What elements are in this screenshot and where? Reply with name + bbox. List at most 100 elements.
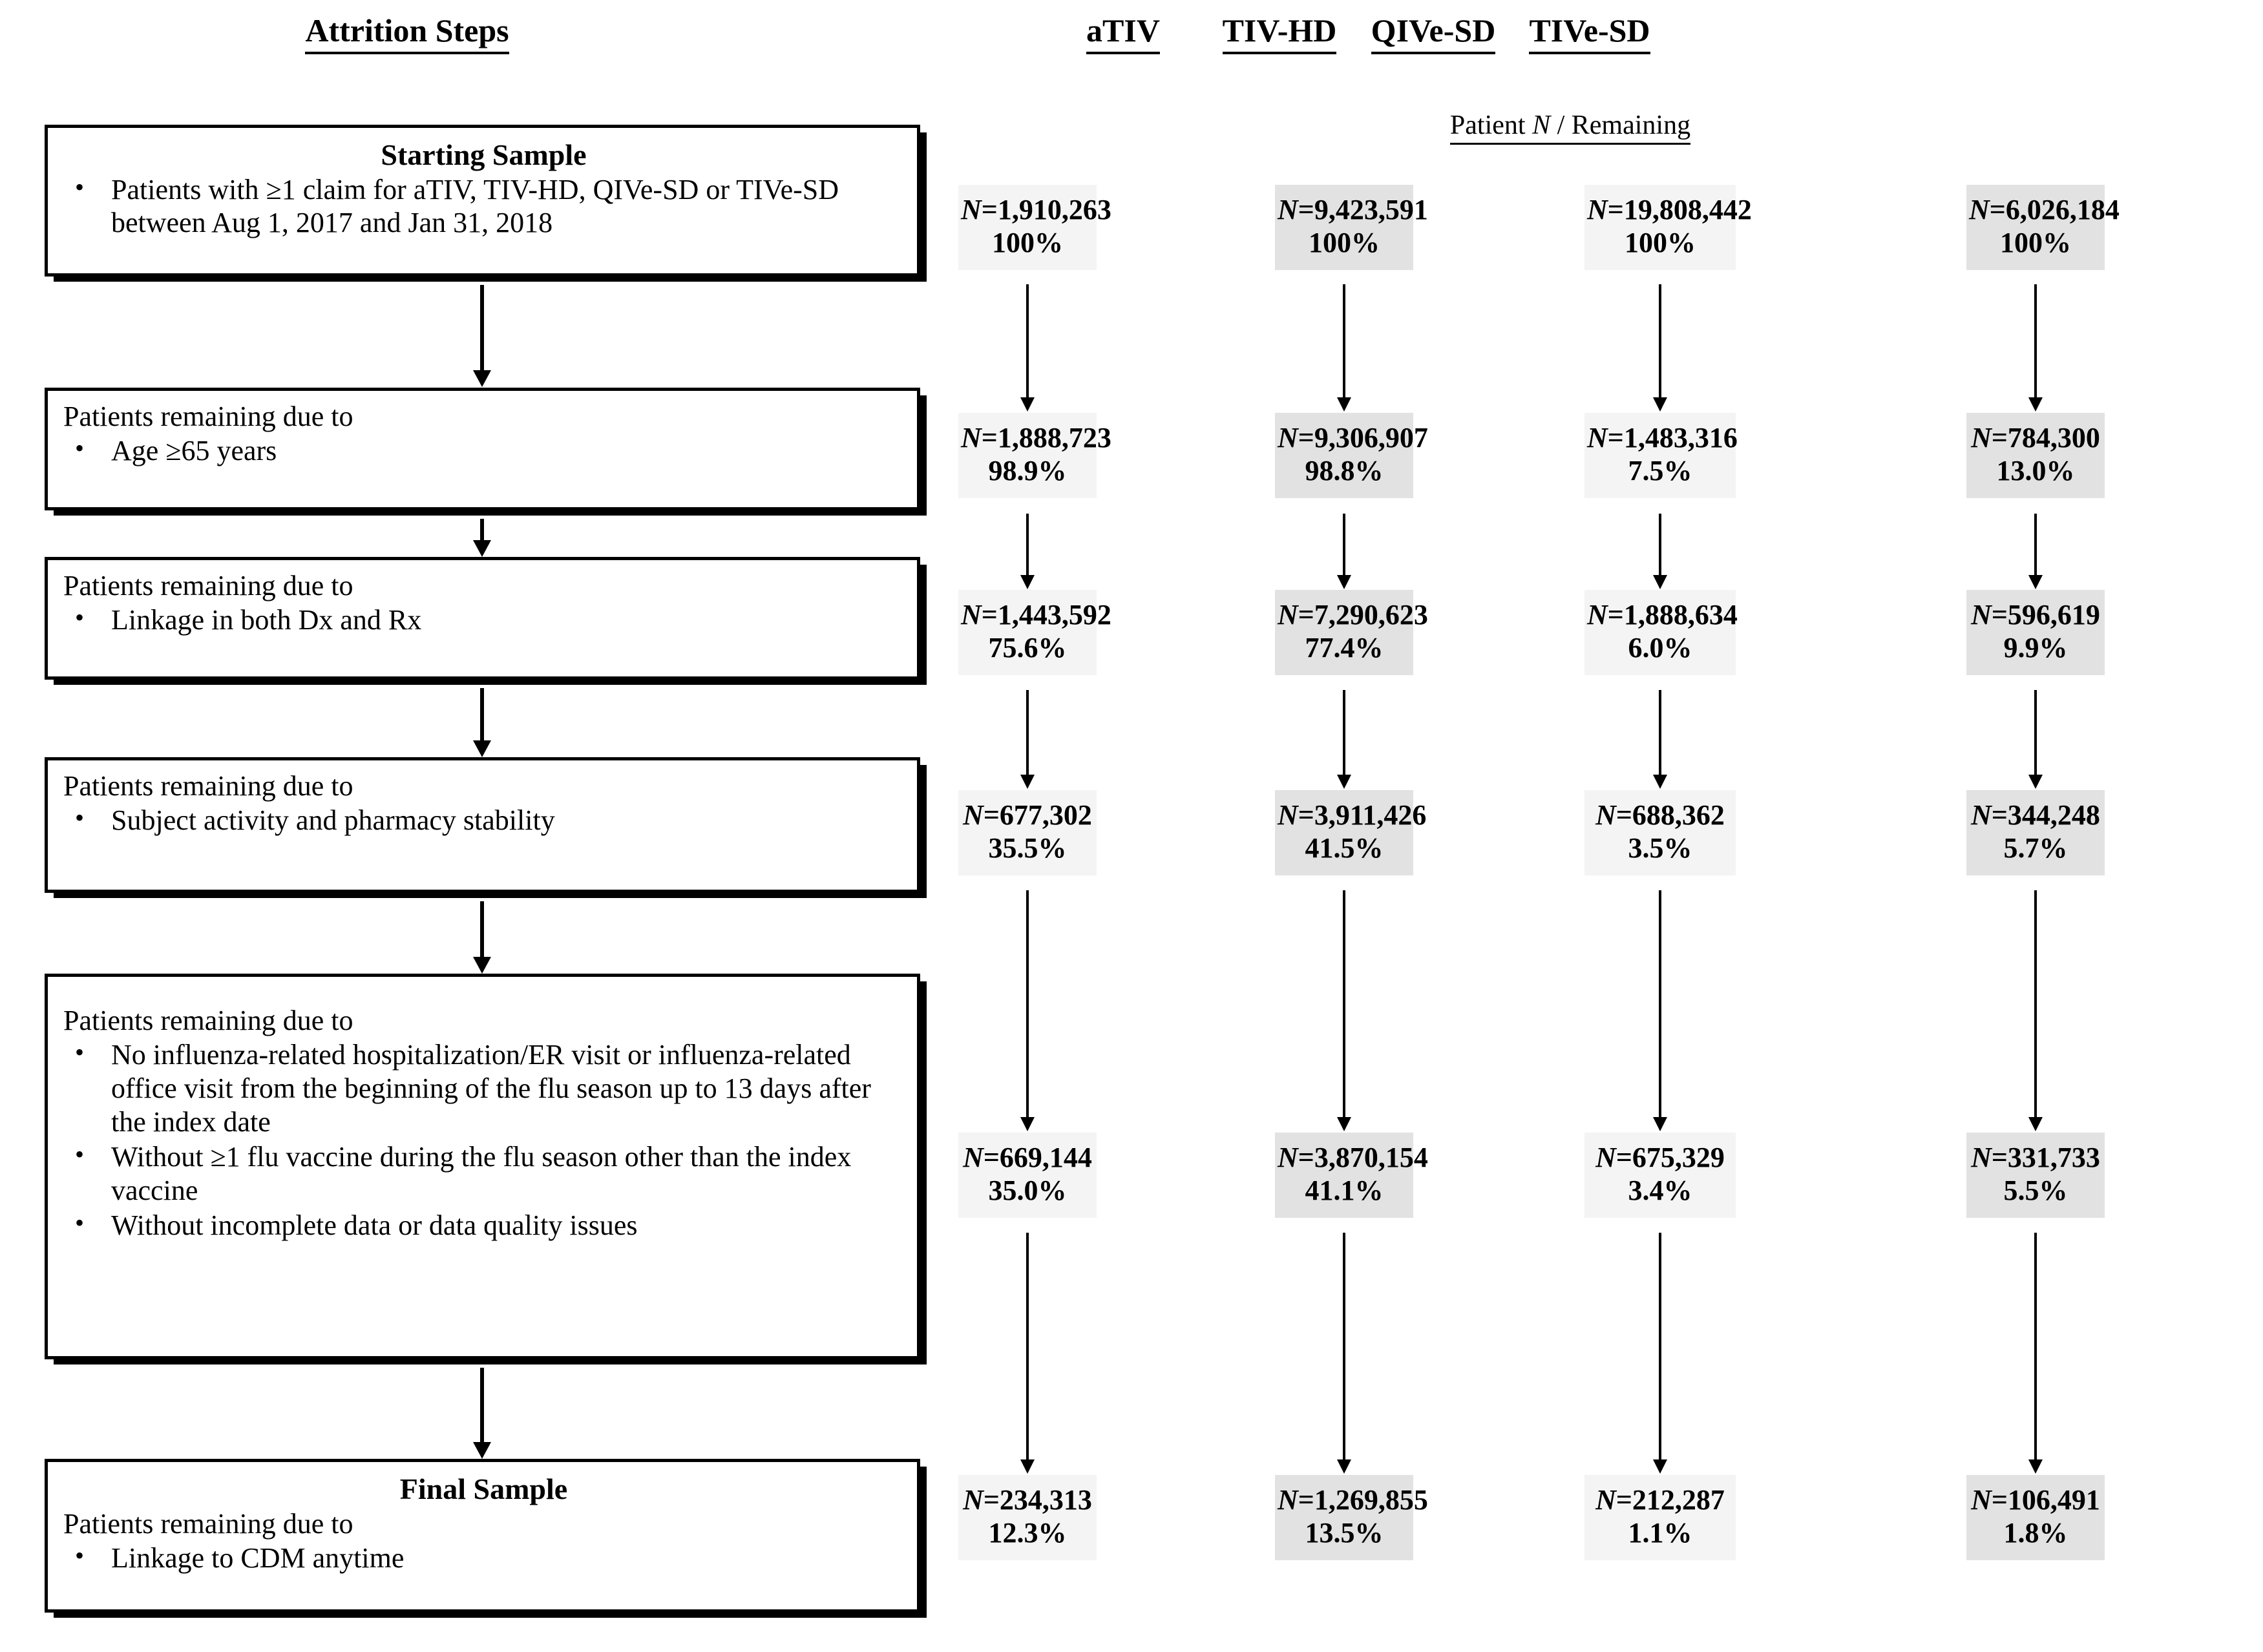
value-cell-tivhd-3: N=7,290,623 77.4% <box>1275 590 1428 676</box>
value-pct: 5.5% <box>2003 1175 2068 1207</box>
value-n: N=1,443,592 <box>961 599 1111 631</box>
value-cell-tivesd-3: N=596,619 9.9% <box>1966 590 2105 676</box>
value-cell-qivesd-6: N=212,287 1.1% <box>1584 1475 1736 1561</box>
value-cell-tivesd-5: N=331,733 5.5% <box>1966 1133 2105 1218</box>
attrition-step-6-bullets: Linkage to CDM anytime <box>63 1540 904 1575</box>
attrition-step-4-lead: Patients remaining due to <box>63 770 353 802</box>
attrition-step-5: Patients remaining due to No influenza-r… <box>45 974 920 1359</box>
value-cell-qivesd-4: N=688,362 3.5% <box>1584 790 1736 876</box>
value-pct: 98.8% <box>1305 455 1384 487</box>
value-legend: Patient N / Remaining <box>1389 110 1751 145</box>
value-cell-tivhd-4: N=3,911,426 41.5% <box>1275 790 1427 876</box>
value-pct: 77.4% <box>1305 632 1384 664</box>
value-n: N=212,287 <box>1595 1484 1725 1516</box>
attrition-step-2: Patients remaining due to Age ≥65 years <box>45 388 920 510</box>
value-cell-qivesd-3: N=1,888,634 6.0% <box>1584 590 1738 676</box>
bullet-item: Without incomplete data or data quality … <box>63 1208 904 1242</box>
value-n: N=6,026,184 <box>1969 194 2120 225</box>
value-pct: 13.5% <box>1305 1517 1384 1549</box>
value-n: N=234,313 <box>963 1484 1092 1516</box>
value-n: N=1,269,855 <box>1278 1484 1428 1516</box>
bullet-item: Age ≥65 years <box>63 433 904 468</box>
value-pct: 100% <box>992 227 1063 259</box>
value-n: N=688,362 <box>1595 799 1725 831</box>
value-n: N=596,619 <box>1971 599 2100 631</box>
attrition-step-6: Final Sample Patients remaining due to L… <box>45 1459 920 1613</box>
value-pct: 3.4% <box>1628 1175 1692 1207</box>
value-pct: 6.0% <box>1628 632 1692 664</box>
value-n: N=3,870,154 <box>1278 1142 1428 1173</box>
value-n: N=19,808,442 <box>1587 194 1752 225</box>
value-pct: 35.0% <box>988 1175 1067 1207</box>
value-cell-ativ-6: N=234,313 12.3% <box>958 1475 1097 1561</box>
value-n: N=344,248 <box>1971 799 2100 831</box>
value-pct: 100% <box>1625 227 1696 259</box>
value-cell-tivhd-6: N=1,269,855 13.5% <box>1275 1475 1428 1561</box>
attrition-step-5-bullets: No influenza-related hospitalization/ER … <box>63 1037 904 1242</box>
value-n: N=9,306,907 <box>1278 422 1428 454</box>
attrition-step-6-lead: Patients remaining due to <box>63 1507 353 1540</box>
attrition-step-2-bullets: Age ≥65 years <box>63 433 904 468</box>
value-cell-qivesd-2: N=1,483,316 7.5% <box>1584 413 1738 499</box>
value-legend-n: N <box>1532 110 1551 140</box>
value-cell-qivesd-5: N=675,329 3.4% <box>1584 1133 1736 1218</box>
value-pct: 100% <box>2000 227 2071 259</box>
value-n: N=331,733 <box>1971 1142 2100 1173</box>
value-cell-tivhd-2: N=9,306,907 98.8% <box>1275 413 1428 499</box>
attrition-step-1-bullets: Patients with ≥1 claim for aTIV, TIV-HD,… <box>63 172 904 240</box>
value-n: N=675,329 <box>1595 1142 1725 1173</box>
value-n: N=106,491 <box>1971 1484 2100 1516</box>
attrition-step-1-title: Starting Sample <box>381 138 587 171</box>
value-cell-qivesd-1: N=19,808,442 100% <box>1584 185 1752 271</box>
value-pct: 75.6% <box>988 632 1067 664</box>
value-pct: 3.5% <box>1628 832 1692 864</box>
attrition-step-1: Starting Sample Patients with ≥1 claim f… <box>45 125 920 277</box>
value-legend-prefix: Patient <box>1449 110 1533 140</box>
column-header-tivhd: TIV-HD <box>1183 12 1376 54</box>
bullet-item: Subject activity and pharmacy stability <box>63 802 904 837</box>
value-cell-ativ-5: N=669,144 35.0% <box>958 1133 1097 1218</box>
bullet-item: Without ≥1 flu vaccine during the flu se… <box>63 1139 904 1208</box>
value-pct: 98.9% <box>988 455 1067 487</box>
value-cell-tivesd-6: N=106,491 1.8% <box>1966 1475 2105 1561</box>
attrition-step-3: Patients remaining due to Linkage in bot… <box>45 557 920 680</box>
value-cell-tivesd-1: N=6,026,184 100% <box>1966 185 2120 271</box>
value-cell-ativ-2: N=1,888,723 98.9% <box>958 413 1111 499</box>
value-n: N=9,423,591 <box>1278 194 1428 225</box>
attrition-step-2-lead: Patients remaining due to <box>63 401 353 432</box>
value-cell-tivhd-5: N=3,870,154 41.1% <box>1275 1133 1428 1218</box>
bullet-item: Patients with ≥1 claim for aTIV, TIV-HD,… <box>63 172 904 240</box>
value-n: N=3,911,426 <box>1278 799 1427 831</box>
value-pct: 100% <box>1309 227 1380 259</box>
value-cell-tivesd-4: N=344,248 5.7% <box>1966 790 2105 876</box>
value-pct: 9.9% <box>2003 632 2068 664</box>
value-n: N=1,888,723 <box>961 422 1111 454</box>
value-pct: 41.1% <box>1305 1175 1384 1207</box>
value-cell-ativ-1: N=1,910,263 100% <box>958 185 1111 271</box>
value-n: N=7,290,623 <box>1278 599 1428 631</box>
value-n: N=784,300 <box>1971 422 2100 454</box>
bullet-item: Linkage in both Dx and Rx <box>63 602 904 637</box>
attrition-step-4: Patients remaining due to Subject activi… <box>45 757 920 893</box>
value-n: N=1,483,316 <box>1587 422 1738 454</box>
value-pct: 1.1% <box>1628 1517 1692 1549</box>
value-legend-suffix: / Remaining <box>1550 110 1691 140</box>
value-pct: 35.5% <box>988 832 1067 864</box>
attrition-step-3-lead: Patients remaining due to <box>63 570 353 601</box>
value-n: N=677,302 <box>963 799 1092 831</box>
value-pct: 12.3% <box>988 1517 1067 1549</box>
value-n: N=1,910,263 <box>961 194 1111 225</box>
value-n: N=669,144 <box>963 1142 1092 1173</box>
column-header-tivesd: TIVe-SD <box>1493 12 1687 54</box>
page-title-label: Attrition Steps <box>305 12 509 54</box>
column-header-qivesd: QIVe-SD <box>1336 12 1530 54</box>
attrition-step-5-lead: Patients remaining due to <box>63 1005 353 1036</box>
bullet-item: No influenza-related hospitalization/ER … <box>63 1037 904 1139</box>
value-cell-ativ-4: N=677,302 35.5% <box>958 790 1097 876</box>
value-cell-tivhd-1: N=9,423,591 100% <box>1275 185 1428 271</box>
page-title: Attrition Steps <box>194 12 620 54</box>
column-header-ativ: aTIV <box>1026 12 1220 54</box>
attrition-step-3-bullets: Linkage in both Dx and Rx <box>63 602 904 637</box>
attrition-step-4-bullets: Subject activity and pharmacy stability <box>63 802 904 837</box>
